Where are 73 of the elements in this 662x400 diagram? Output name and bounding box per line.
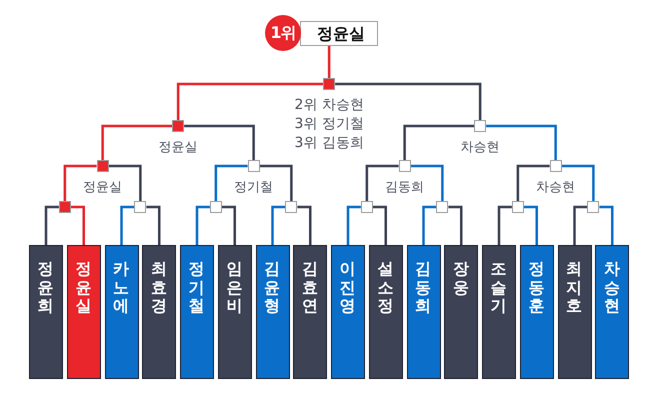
player-bar: 차승현: [595, 245, 630, 379]
junction-square: [210, 201, 222, 213]
bracket-line: [271, 206, 286, 245]
match-winner-label: 정윤실: [83, 179, 122, 197]
bracket-line: [562, 164, 595, 201]
player-bar: 김효연: [293, 245, 328, 379]
bracket-line: [516, 164, 550, 201]
bracket-line: [410, 164, 444, 201]
junction-square: [323, 78, 336, 90]
player-bar: 정윤희: [29, 245, 63, 379]
junction-square: [172, 120, 184, 132]
player-bar: 장웅: [444, 245, 478, 379]
bracket-line: [176, 82, 324, 120]
ranking-label: 3위 김동희: [294, 134, 364, 153]
bracket-line: [44, 206, 59, 245]
junction-square: [550, 160, 562, 172]
bracket-line: [346, 206, 361, 245]
ranking-label: 3위 정기철: [294, 115, 364, 134]
player-bar: 조슬기: [482, 245, 516, 379]
bracket-line: [335, 82, 482, 120]
player-bar: 카노에: [104, 245, 138, 379]
bracket-line: [101, 124, 172, 160]
bracket-line: [184, 124, 255, 160]
bracket-line: [524, 206, 538, 245]
bracket-line: [120, 206, 134, 245]
bracket-line: [372, 206, 387, 245]
junction-square: [587, 201, 600, 213]
bracket-line: [422, 206, 436, 245]
winner-box: 정윤실: [300, 21, 378, 46]
bracket-line: [146, 206, 160, 245]
player-bar: 최지호: [558, 245, 592, 379]
bracket-line: [486, 124, 557, 160]
junction-square: [474, 120, 486, 132]
junction-square: [512, 201, 524, 213]
junction-square: [360, 201, 373, 213]
junction-square: [285, 201, 298, 213]
bracket-line: [573, 206, 588, 245]
bracket-line: [403, 124, 474, 160]
bracket-line: [297, 206, 312, 245]
junction-square: [436, 201, 448, 213]
ranking-label: 2위 차승현: [294, 96, 364, 115]
match-winner-label: 차승현: [536, 179, 576, 197]
junction-square: [96, 160, 109, 172]
player-bar: 정윤실: [66, 245, 101, 379]
player-bar: 정동훈: [520, 245, 554, 379]
junction-square: [58, 201, 71, 213]
bracket-line: [196, 206, 210, 245]
player-bar: 설소정: [368, 245, 403, 379]
match-winner-label: 차승현: [460, 139, 500, 157]
player-bar: 정기철: [180, 245, 214, 379]
bracket-line: [214, 164, 248, 201]
bracket-line: [70, 206, 85, 245]
player-bar: 이진영: [331, 245, 365, 379]
match-winner-label: 김동희: [385, 179, 424, 197]
bracket-line: [328, 46, 330, 78]
rank-badge: 1위: [265, 15, 301, 51]
junction-square: [134, 201, 146, 213]
junction-square: [398, 160, 411, 172]
player-bar: 최효경: [142, 245, 176, 379]
bracket-line: [599, 206, 614, 245]
match-winner-label: 정기철: [234, 179, 274, 197]
bracket-line: [260, 164, 293, 201]
player-bar: 김윤형: [256, 245, 290, 379]
junction-square: [248, 160, 260, 172]
bracket-line: [498, 206, 512, 245]
bracket-line: [222, 206, 236, 245]
player-bar: 김동희: [406, 245, 440, 379]
player-bar: 임은비: [218, 245, 252, 379]
bracket-line: [448, 206, 462, 245]
bracket-line: [366, 164, 399, 201]
bracket-line: [108, 164, 142, 201]
match-winner-label: 정윤실: [158, 139, 198, 157]
bracket-line: [64, 164, 97, 201]
